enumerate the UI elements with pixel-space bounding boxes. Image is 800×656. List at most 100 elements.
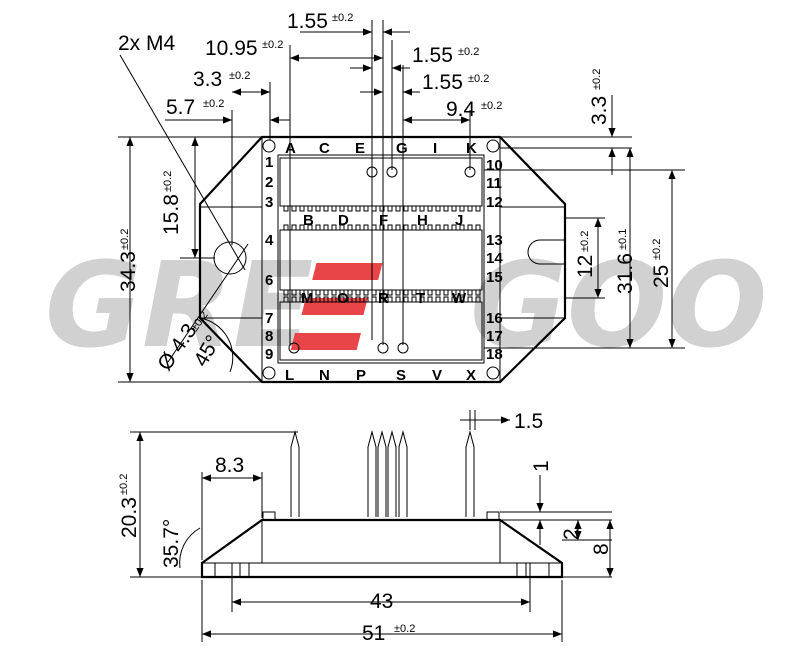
terminal-comb-tooth [467,289,473,296]
terminal-comb-tooth [331,224,337,231]
pin-number-16: 16 [486,310,503,327]
terminal-comb-tooth [467,296,473,303]
terminal-comb-tooth [475,296,481,303]
side-dimension-labels: 1.5 8.3 1 20.3 ±0.2 2 8 35.7° 43 51 ±0.2 [118,410,613,645]
terminal-comb-tooth [331,289,337,296]
dim-15-8-tol: ±0.2 [162,171,174,192]
terminal-comb-tooth [411,205,417,212]
terminal-comb-tooth [419,289,425,296]
terminal-label-O: O [337,290,349,307]
terminal-comb-tooth [459,224,465,231]
terminal-comb-tooth [283,289,289,296]
dim-1-55-second-tol: ±0.2 [458,46,479,58]
terminal-comb-tooth [355,205,361,212]
terminal-label-M: M [301,290,314,307]
terminal-comb-tooth [323,296,329,303]
dim-15-8: 15.8 [160,194,183,235]
terminal-comb-tooth [435,224,441,231]
terminal-comb-tooth [395,205,401,212]
terminal-comb-tooth [411,224,417,231]
dim-10-95-tol: ±0.2 [262,39,283,51]
dim-9-4-tol: ±0.2 [481,100,502,112]
terminal-comb-tooth [307,289,313,296]
terminal-comb-tooth [387,296,393,303]
terminal-comb-tooth [371,205,377,212]
terminal-comb-tooth [339,224,345,231]
terminal-comb-tooth [379,289,385,296]
dim-8-3: 8.3 [215,454,244,477]
pin-number-7: 7 [265,310,273,327]
terminal-comb-tooth [443,205,449,212]
dim-20-3-tol: ±0.2 [118,474,130,495]
terminal-comb-tooth [435,296,441,303]
terminal-comb-tooth [427,224,433,231]
terminal-comb-tooth [339,289,345,296]
pin-number-13: 13 [486,232,503,249]
pin-number-3: 3 [265,194,273,211]
terminal-comb-tooth [451,289,457,296]
dim-31-6-tol: ±0.1 [617,229,629,250]
terminal-comb-tooth [387,224,393,231]
terminal-comb-tooth [467,205,473,212]
pin-number-11: 11 [486,175,502,192]
terminal-comb-tooth [363,296,369,303]
terminal-label-I: I [433,140,437,157]
terminal-label-N: N [319,367,330,384]
terminal-comb-tooth [427,289,433,296]
terminal-comb-tooth [371,224,377,231]
terminal-label-H: H [417,212,428,229]
terminal-comb-tooth [339,296,345,303]
terminal-comb-tooth [307,205,313,212]
terminal-comb-tooth [283,296,289,303]
terminal-label-C: C [319,140,330,157]
terminal-comb-tooth [355,224,361,231]
terminal-comb-tooth [315,289,321,296]
terminal-comb-tooth [363,205,369,212]
terminal-label-D: D [338,212,349,229]
pin-number-17: 17 [486,328,503,345]
terminal-comb-tooth [283,224,289,231]
terminal-comb-tooth [347,296,353,303]
dim-43: 43 [370,590,393,613]
terminal-label-X: X [466,367,476,384]
terminal-comb-tooth [379,205,385,212]
dim-25-tol: ±0.2 [651,239,663,260]
terminal-label-V: V [432,367,442,384]
terminal-pin-side [387,430,397,517]
terminal-comb-tooth [467,224,473,231]
terminal-comb-tooth [459,296,465,303]
terminal-label-K: K [466,140,477,157]
terminal-comb-tooth [411,289,417,296]
dim-12-tol: ±0.2 [579,231,591,252]
terminal-pin-side [367,430,377,517]
terminal-label-W: W [452,290,467,307]
terminal-comb-tooth [331,296,337,303]
dim-34-3-tol: ±0.2 [119,229,131,250]
pin-number-10: 10 [486,157,503,174]
dim-1-55-third-tol: ±0.2 [468,73,489,85]
terminal-comb-tooth [403,205,409,212]
pin-number-8: 8 [265,328,273,345]
terminal-comb-tooth [323,289,329,296]
dim-1-55-second: 1.55 [412,44,453,67]
dim-51: 51 [362,622,385,645]
terminal-comb-tooth [363,289,369,296]
dim-31-6: 31.6 [614,253,637,294]
dim-8: 8 [590,543,613,555]
terminal-comb-tooth [387,289,393,296]
dim-1-55-top-tol: ±0.2 [332,12,353,24]
terminal-comb-tooth [331,205,337,212]
terminal-comb-tooth [403,289,409,296]
pin-number-1: 1 [265,154,273,171]
terminal-comb-tooth [459,289,465,296]
mounting-slot-right [527,239,565,265]
terminal-comb-tooth [475,224,481,231]
terminal-comb-tooth [427,296,433,303]
terminal-comb-tooth [419,224,425,231]
inner-frame [277,154,485,364]
dim-1-55-top: 1.55 [287,10,328,33]
terminal-comb-tooth [291,289,297,296]
terminal-comb-tooth [419,296,425,303]
